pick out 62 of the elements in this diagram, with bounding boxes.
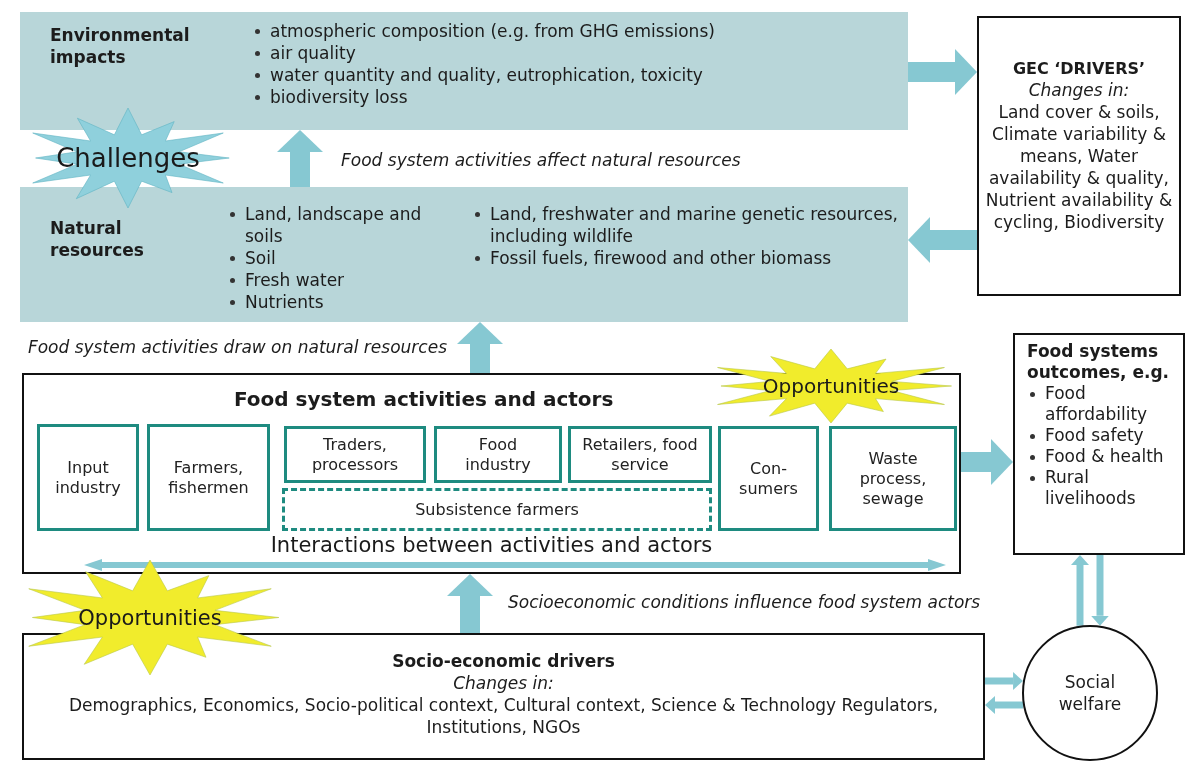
arrow-label: Interactions between activities and actors [270,533,713,557]
block-arrow [1091,555,1109,626]
star-label: Opportunities [78,605,222,630]
band-heading: Environmental impacts [50,24,191,68]
actor-label: Farmers, fishermen [167,457,250,498]
actor-box [434,426,562,483]
box-subheading: Changes in: [1028,79,1130,101]
box-text: Land cover & soils, Climate variability & means, Water availability & quality, Nutrient availability & cycling, Biodiversity [985,101,1173,233]
star-label: Challenges [56,143,200,173]
activities-frame [22,373,961,574]
band-heading: Natural resources [50,217,145,261]
block-arrow [447,574,493,633]
block-arrow [985,672,1024,690]
bullet-item: biodiversity loss [250,86,890,108]
actor-label: Subsistence farmers [415,499,579,520]
actor-label: Retailers, food service [581,434,699,475]
block-arrow [908,49,977,95]
star-label: Opportunities [762,374,900,398]
bullet-item: air quality [250,42,890,64]
actor-box [282,488,712,531]
bullet-item: Food & health [1025,446,1177,467]
bullet-item: Fossil fuels, firewood and other biomass [470,247,900,269]
box-heading: Socio-economic drivers [392,651,615,672]
bullet-item: Rural livelihoods [1025,467,1177,509]
block-arrow [277,130,323,187]
box-subheading: Changes in: [453,672,554,694]
bullet-item: Food affordability [1025,383,1177,425]
circle-label: Social welfare [1057,671,1123,715]
actor-box [37,424,139,531]
outcomes-box [1013,333,1185,555]
actor-label: Con- sumers [738,458,799,499]
resource-band [20,187,908,322]
actor-box [718,426,819,531]
edge-label: Food system activities affect natural resources [338,149,744,171]
frame-title: Food system activities and actors [234,387,614,411]
block-arrow [1071,555,1089,626]
block-arrow [457,322,503,373]
bullet-item: water quantity and quality, eutrophication, toxicity [250,64,890,86]
drivers-box [22,633,985,760]
box-heading: GEC ‘DRIVERS’ [1012,58,1146,79]
block-arrow [985,696,1024,714]
bullet-item: Land, landscape and soils [225,203,450,247]
drivers-box [977,16,1181,296]
bullet-item: atmospheric composition (e.g. from GHG emissions) [250,20,890,42]
actor-box [568,426,712,483]
actor-label: Traders, processors [310,434,400,475]
bullet-item: Nutrients [225,291,450,313]
actor-box [829,426,957,531]
actor-box [147,424,270,531]
bullet-item: Land, freshwater and marine genetic resources, including wildlife [470,203,900,247]
bullet-item: Soil [225,247,450,269]
bullet-item: Fresh water [225,269,450,291]
actor-box [284,426,426,483]
block-arrow [961,439,1013,485]
actor-label: Food industry [464,434,532,475]
actor-label: Input industry [54,457,122,498]
bullet-item: Food safety [1025,425,1177,446]
box-text: Demographics, Economics, Socio-political context, Cultural context, Science & Technology Regulators, Institutions, NGOs [68,694,939,738]
block-arrow [908,217,977,263]
box-heading: Food systems outcomes, e.g. [1026,341,1171,383]
actor-label: Waste process, sewage [858,448,928,509]
resource-band [20,12,908,130]
